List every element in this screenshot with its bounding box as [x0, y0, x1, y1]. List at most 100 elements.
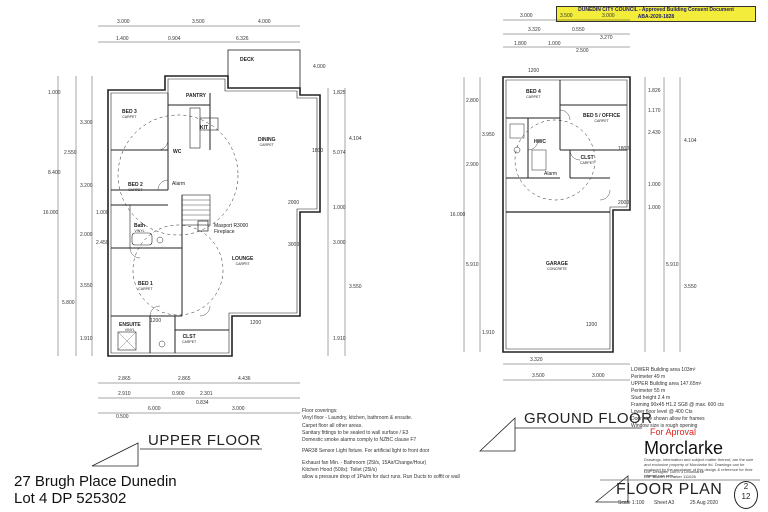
room-ensuite-label: ENSUITE [119, 322, 141, 328]
approval-stamp: DUNEDIN CITY COUNCIL - Approved Building… [556, 6, 756, 22]
room-bed1-floor: CARPET [138, 286, 153, 291]
note-carpet: Carpet floor all other areas. [302, 422, 363, 429]
room-kit: KIT [200, 125, 209, 131]
dim-ground-right-4: 4.104 [684, 138, 697, 144]
dim-upper-top2-3: 6.326 [236, 36, 249, 42]
general-notes: Floor coverings: Vinyl floor - Laundry, … [302, 408, 460, 481]
dim-ground-left-2: 3.950 [482, 132, 495, 138]
room-bed5-label: BED 5 / OFFICE [583, 113, 621, 119]
opening-ground-1: 1200 [528, 68, 540, 74]
info-stud-height: Stud height 2.4 m [631, 395, 671, 401]
note-vinyl: Vinyl floor - Laundry, kitchen, bathroom… [302, 415, 413, 422]
dim-ground-left-3: 2.900 [466, 162, 479, 168]
smoke-alarm-upper: Alarm [172, 181, 186, 187]
approval-status: For Aproval [650, 427, 697, 437]
info-lower-perimeter: Perimeter 49 m [631, 374, 666, 380]
dim-ground-right-2: 1.170 [648, 108, 661, 114]
room-clst-upper-floor: CARPET [182, 339, 197, 344]
room-ensuite-floor: VINYL [124, 327, 135, 332]
dim-upper-left2-4: 1.000 [96, 210, 109, 216]
dim-upper-left-2: 3.300 [80, 120, 93, 126]
room-clst-ground-label: CLST [580, 155, 594, 161]
opening-upper-2: 1800 [312, 148, 324, 154]
dim-ground-top3-2: 1.000 [548, 41, 561, 47]
room-bed3-label: BED 3 [122, 109, 137, 115]
plan-date: 25 Aug 2020 [690, 500, 719, 506]
lbp-designer: LBP Designer 102973 LMorclarke [644, 469, 704, 474]
dim-ground-right-1: 1.826 [648, 88, 661, 94]
dim-upper-left-4: 3.200 [80, 183, 93, 189]
dim-ground-top2-1: 3.320 [528, 27, 541, 33]
ground-floor-title: GROUND FLOOR [524, 410, 653, 427]
dim-upper-bottom-10: 0.500 [116, 414, 129, 420]
dim-upper-left2-1: 2.550 [64, 150, 77, 156]
stamp-council: DUNEDIN CITY COUNCIL - Approved Building… [557, 7, 755, 14]
dim-upper-bottom-7: 0.834 [196, 400, 209, 406]
plan-scale: Scale 1:100 [618, 500, 645, 506]
room-bed4-floor: CARPET [526, 94, 541, 99]
dim-ground-bottom-3: 3.000 [592, 373, 605, 379]
note-floor-coverings: Floor coverings: [302, 408, 338, 414]
sheet-number: 2 [743, 482, 749, 491]
dim-upper-left2-5: 2.450 [96, 240, 109, 246]
dim-ground-top-2: 3.500 [560, 13, 573, 19]
dim-upper-top2-1: 1.400 [116, 36, 129, 42]
dim-upper-left-5: 2.000 [80, 232, 93, 238]
dim-upper-right-2: 1.825 [333, 90, 346, 96]
fireplace-type: Fireplace [214, 228, 235, 235]
dim-ground-top2-2: 0.550 [572, 27, 585, 33]
room-lounge-floor: CARPET [235, 261, 250, 266]
note-sensor-light: PAR38 Sensor Light fixture. For artifici… [302, 448, 430, 455]
opening-upper-5: 1200 [250, 320, 262, 326]
fireplace-model: Masport R3000 [214, 223, 249, 229]
dim-upper-top2-2: 0.904 [168, 36, 181, 42]
dim-ground-right-3: 2.430 [648, 130, 661, 136]
dim-upper-bottom-3: 4.436 [238, 376, 251, 382]
note-sanitary: Sanitary fittings to be sealed to wall s… [302, 429, 409, 436]
dim-upper-bottom-8: 6.000 [148, 406, 161, 412]
room-dining-floor: CARPET [259, 142, 274, 147]
room-bath-label: Bath [134, 223, 146, 229]
opening-ground-4: 1200 [586, 322, 598, 328]
site-address: 27 Brugh Place Dunedin [14, 473, 177, 490]
note-smoke-alarms: Domestic smoke alarms comply to NZBC cla… [302, 437, 417, 443]
room-bed3-floor: CARPET [122, 114, 137, 119]
plan-sheet-size: Sheet A3 [654, 500, 675, 506]
opening-ground-3: 2000 [618, 200, 630, 206]
dim-ground-bottom-2: 3.500 [532, 373, 545, 379]
sheet-number-badge: 2 12 [734, 481, 758, 509]
dim-upper-top-1: 3.000 [117, 19, 130, 25]
room-bath-floor: VINYL [134, 228, 145, 233]
room-bed5-floor: CARPET [594, 118, 609, 123]
dim-upper-right-5: 3.000 [333, 240, 346, 246]
note-exhaust-fan: Exhaust fan Min. - Bathroom (25l/s, 15Ai… [302, 459, 427, 466]
room-bed4-label: BED 4 [526, 89, 541, 95]
info-framing: Framing 90x45 H1.2 SG8 @ max. 600 cts [631, 402, 724, 408]
dim-ground-left-5: 5.910 [466, 262, 479, 268]
dim-upper-left-7: 1.910 [80, 336, 93, 342]
room-bed2-floor: CARPET [128, 187, 143, 192]
dim-ground-left-6: 1.910 [482, 330, 495, 336]
room-bed1-label: BED 1 [138, 281, 153, 287]
room-garage-label: GARAGE [546, 261, 568, 267]
opening-upper-4: 3000 [288, 242, 300, 248]
info-upper-perimeter: Perimeter 55 m [631, 388, 666, 394]
info-upper-area: UPPER Building area 147.65m² [631, 381, 702, 387]
room-deck: DECK [240, 57, 255, 63]
dim-upper-bottom-6: 2.301 [200, 391, 213, 397]
dim-upper-right-1: 4.000 [313, 64, 326, 70]
smoke-alarm-ground: Alarm [544, 171, 558, 177]
dim-upper-left-1: 1.000 [48, 90, 61, 96]
stamp-ref: ABA-2020-1828 [557, 13, 755, 21]
dim-upper-left-6: 3.550 [80, 283, 93, 289]
dim-ground-left-4: 16.000 [450, 212, 466, 218]
